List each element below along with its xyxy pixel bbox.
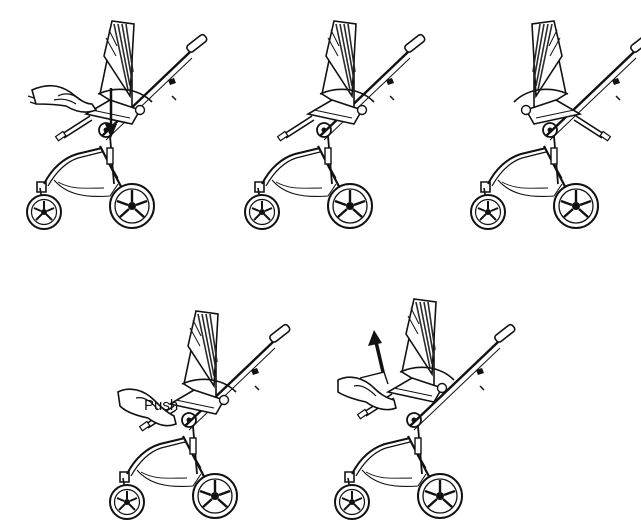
- step-5-panel: [334, 298, 518, 520]
- arrow-up-icon: [368, 330, 385, 373]
- hand-illustration: [337, 371, 397, 411]
- hand-illustration: [27, 84, 98, 113]
- arrow-down-icon: [105, 88, 117, 138]
- step-4-panel: Push: [109, 310, 293, 520]
- step-1-panel: [26, 20, 210, 230]
- step-3-panel: [470, 20, 641, 230]
- push-label: Push: [144, 397, 178, 414]
- hand-illustration: [117, 388, 177, 427]
- step-2-panel: [244, 20, 428, 230]
